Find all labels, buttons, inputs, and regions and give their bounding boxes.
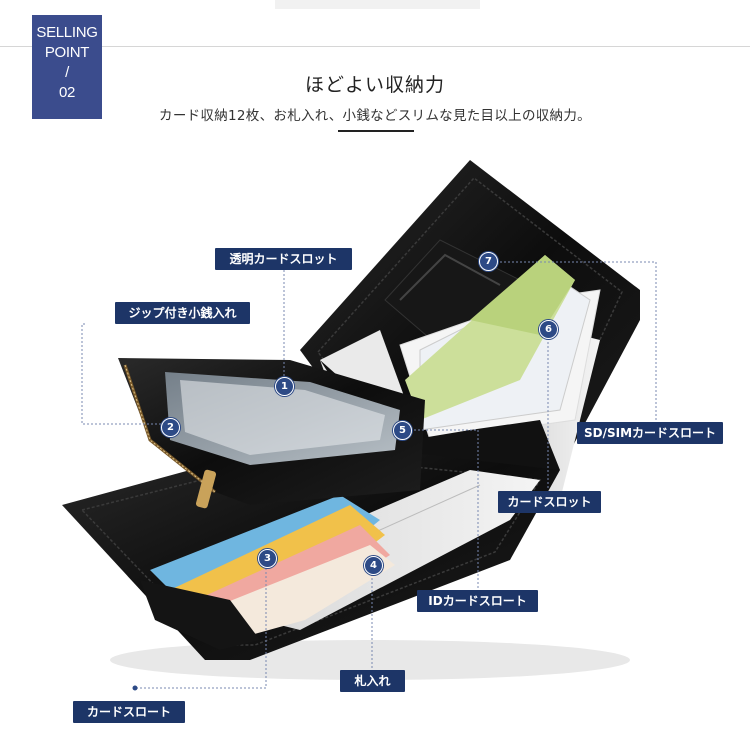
badge-line-2: POINT <box>44 44 90 61</box>
label-bill-compartment: 札入れ <box>340 670 405 692</box>
top-decoration-bar <box>275 0 480 9</box>
title-underline <box>338 130 414 132</box>
label-card-slot-right: カードスロット <box>498 491 601 513</box>
marker-4: 4 <box>364 556 383 575</box>
badge-line-4: 02 <box>58 84 76 101</box>
sd-sim-slit <box>399 253 501 301</box>
page-title: ほどよい収納力 <box>304 74 445 96</box>
label-sd-sim-slot: SD/SIMカードスロート <box>577 422 723 444</box>
page-subtitle: カード収納12枚、お札入れ、小銭などスリムな見た目以上の収納力。 <box>159 108 591 124</box>
selling-point-badge: SELLING POINT / 02 <box>32 15 102 119</box>
window-card <box>180 380 385 455</box>
zip-pull <box>195 469 217 509</box>
label-id-card-slot: IDカードスロート <box>417 590 538 612</box>
label-transparent-card-slot: 透明カードスロット <box>215 248 352 270</box>
header-divider <box>0 46 750 47</box>
badge-line-3: / <box>65 64 69 81</box>
marker-3: 3 <box>258 549 277 568</box>
marker-5: 5 <box>393 421 412 440</box>
marker-6: 6 <box>539 320 558 339</box>
marker-2: 2 <box>161 418 180 437</box>
marker-7: 7 <box>479 252 498 271</box>
marker-1: 1 <box>275 377 294 396</box>
badge-line-1: SELLING <box>36 24 98 41</box>
label-card-slot-bottom: カードスロート <box>73 701 185 723</box>
label-zip-coin-pocket: ジップ付き小銭入れ <box>115 302 250 324</box>
